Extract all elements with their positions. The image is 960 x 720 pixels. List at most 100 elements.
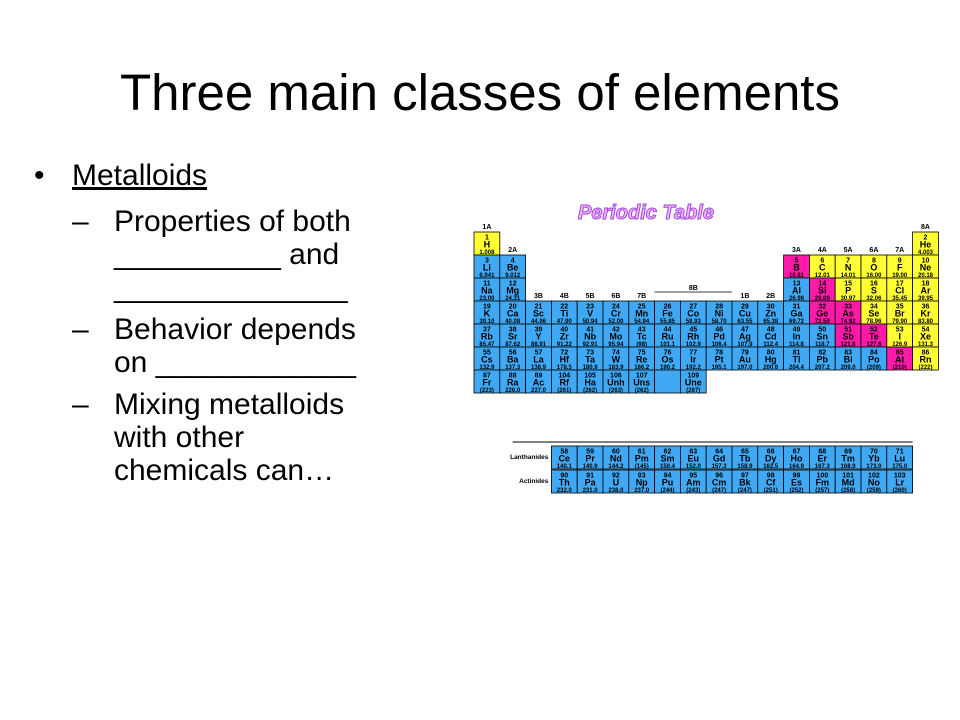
- atomic-mass: 95.94: [608, 342, 624, 348]
- atomic-number: 43: [638, 327, 646, 334]
- atomic-number: 39: [535, 327, 543, 334]
- group-label: 2B: [766, 293, 775, 300]
- atomic-mass: 83.80: [918, 319, 934, 325]
- atomic-number: 69: [844, 449, 852, 456]
- atomic-mass: 138.9: [531, 365, 547, 371]
- atomic-mass: 58.93: [686, 319, 702, 325]
- element-symbol: Ra: [507, 378, 519, 388]
- atomic-number: 3: [485, 258, 489, 265]
- element-symbol: Rh: [687, 332, 699, 342]
- atomic-number: 18: [922, 281, 930, 288]
- atomic-number: 42: [612, 327, 620, 334]
- atomic-mass: 183.9: [608, 365, 624, 371]
- atomic-number: 52: [870, 327, 878, 334]
- atomic-number: 103: [894, 473, 906, 480]
- element-symbol: H: [484, 240, 491, 250]
- atomic-mass: 158.9: [737, 464, 753, 470]
- atomic-mass: 28.09: [815, 296, 831, 302]
- atomic-mass: 140.9: [583, 464, 599, 470]
- atomic-number: 20: [509, 304, 517, 311]
- element-cell: [886, 445, 913, 470]
- atomic-number: 55: [483, 350, 491, 357]
- atomic-mass: 20.18: [918, 273, 934, 279]
- atomic-number: 35: [896, 304, 904, 311]
- element-symbol: Nb: [584, 332, 596, 342]
- atomic-mass: 14.01: [841, 273, 857, 279]
- element-symbol: Sm: [660, 454, 674, 464]
- element-symbol: Ni: [715, 309, 724, 319]
- element-symbol: Cm: [712, 478, 727, 488]
- atomic-number: 67: [793, 449, 801, 456]
- element-symbol: He: [920, 240, 932, 250]
- atomic-number: 12: [509, 281, 517, 288]
- atomic-number: 59: [586, 449, 594, 456]
- atomic-number: 109: [687, 373, 699, 380]
- atomic-number: 29: [741, 304, 749, 311]
- atomic-mass: 180.9: [583, 365, 599, 371]
- element-symbol: Er: [818, 454, 828, 464]
- element-symbol: Ru: [662, 332, 674, 342]
- atomic-mass: 152.0: [686, 464, 702, 470]
- atomic-mass: 101.1: [660, 342, 676, 348]
- atomic-mass: (259): [867, 488, 881, 494]
- group-label: 2A: [508, 247, 517, 254]
- atomic-mass: 72.59: [815, 319, 831, 325]
- atomic-number: 74: [612, 350, 620, 357]
- atomic-mass: 39.10: [479, 319, 495, 325]
- atomic-mass: 195.1: [712, 365, 728, 371]
- element-symbol: Bi: [844, 355, 853, 365]
- element-symbol: Ba: [507, 355, 519, 365]
- atomic-number: 94: [664, 473, 672, 480]
- atomic-mass: 114.8: [789, 342, 804, 348]
- atomic-number: 1: [485, 235, 489, 242]
- atomic-mass: 150.4: [660, 464, 676, 470]
- element-symbol: Tc: [637, 332, 647, 342]
- sub-bullet-line: on ____________: [114, 346, 356, 379]
- element-symbol: Sr: [508, 332, 518, 342]
- element-symbol: Pu: [662, 478, 674, 488]
- periodic-table-title: Periodic Table: [578, 202, 714, 224]
- atomic-mass: 127.6: [866, 342, 882, 348]
- atomic-mass: 35.45: [892, 296, 908, 302]
- element-symbol: Ir: [690, 355, 697, 365]
- atomic-mass: 1.008: [479, 250, 495, 256]
- element-symbol: I: [898, 332, 901, 342]
- atomic-number: 19: [483, 304, 491, 311]
- atomic-mass: 164.9: [789, 464, 805, 470]
- atomic-mass: 231.0: [583, 488, 599, 494]
- element-symbol: S: [871, 286, 877, 296]
- atomic-mass: 32.06: [866, 296, 882, 302]
- atomic-mass: (209): [867, 365, 881, 371]
- atomic-number: 57: [535, 350, 543, 357]
- atomic-mass: (251): [764, 488, 778, 494]
- periodic-table-image: Periodic Table 1H1.0082He4.0033Li6.9414B…: [473, 202, 939, 494]
- atomic-mass: 209.0: [841, 365, 857, 371]
- atomic-number: 77: [689, 350, 697, 357]
- atomic-mass: 78.96: [866, 319, 882, 325]
- atomic-number: 81: [793, 350, 801, 357]
- element-symbol: Be: [507, 263, 519, 273]
- element-symbol: Mn: [635, 309, 648, 319]
- element-symbol: Nd: [610, 454, 622, 464]
- atomic-mass: 204.4: [789, 365, 805, 371]
- atomic-mass: 200.6: [763, 365, 779, 371]
- atomic-number: 36: [922, 304, 930, 311]
- element-symbol: Es: [791, 478, 802, 488]
- atomic-mass: 167.3: [815, 464, 831, 470]
- element-symbol: B: [793, 263, 800, 273]
- atomic-mass: 137.3: [505, 365, 521, 371]
- atomic-number: 100: [816, 473, 828, 480]
- atomic-mass: (210): [893, 365, 907, 371]
- atomic-number: 37: [483, 327, 491, 334]
- atomic-mass: 6.941: [479, 273, 495, 279]
- group-label: 6B: [611, 293, 620, 300]
- element-symbol: Ne: [920, 263, 932, 273]
- element-symbol: Au: [739, 355, 751, 365]
- element-symbol: Dy: [765, 454, 777, 464]
- element-symbol: Tm: [841, 454, 855, 464]
- element-symbol: Gd: [713, 454, 726, 464]
- atomic-mass: 63.55: [737, 319, 753, 325]
- element-symbol: Xe: [920, 332, 931, 342]
- atomic-mass: 157.3: [712, 464, 728, 470]
- atomic-number: 70: [870, 449, 878, 456]
